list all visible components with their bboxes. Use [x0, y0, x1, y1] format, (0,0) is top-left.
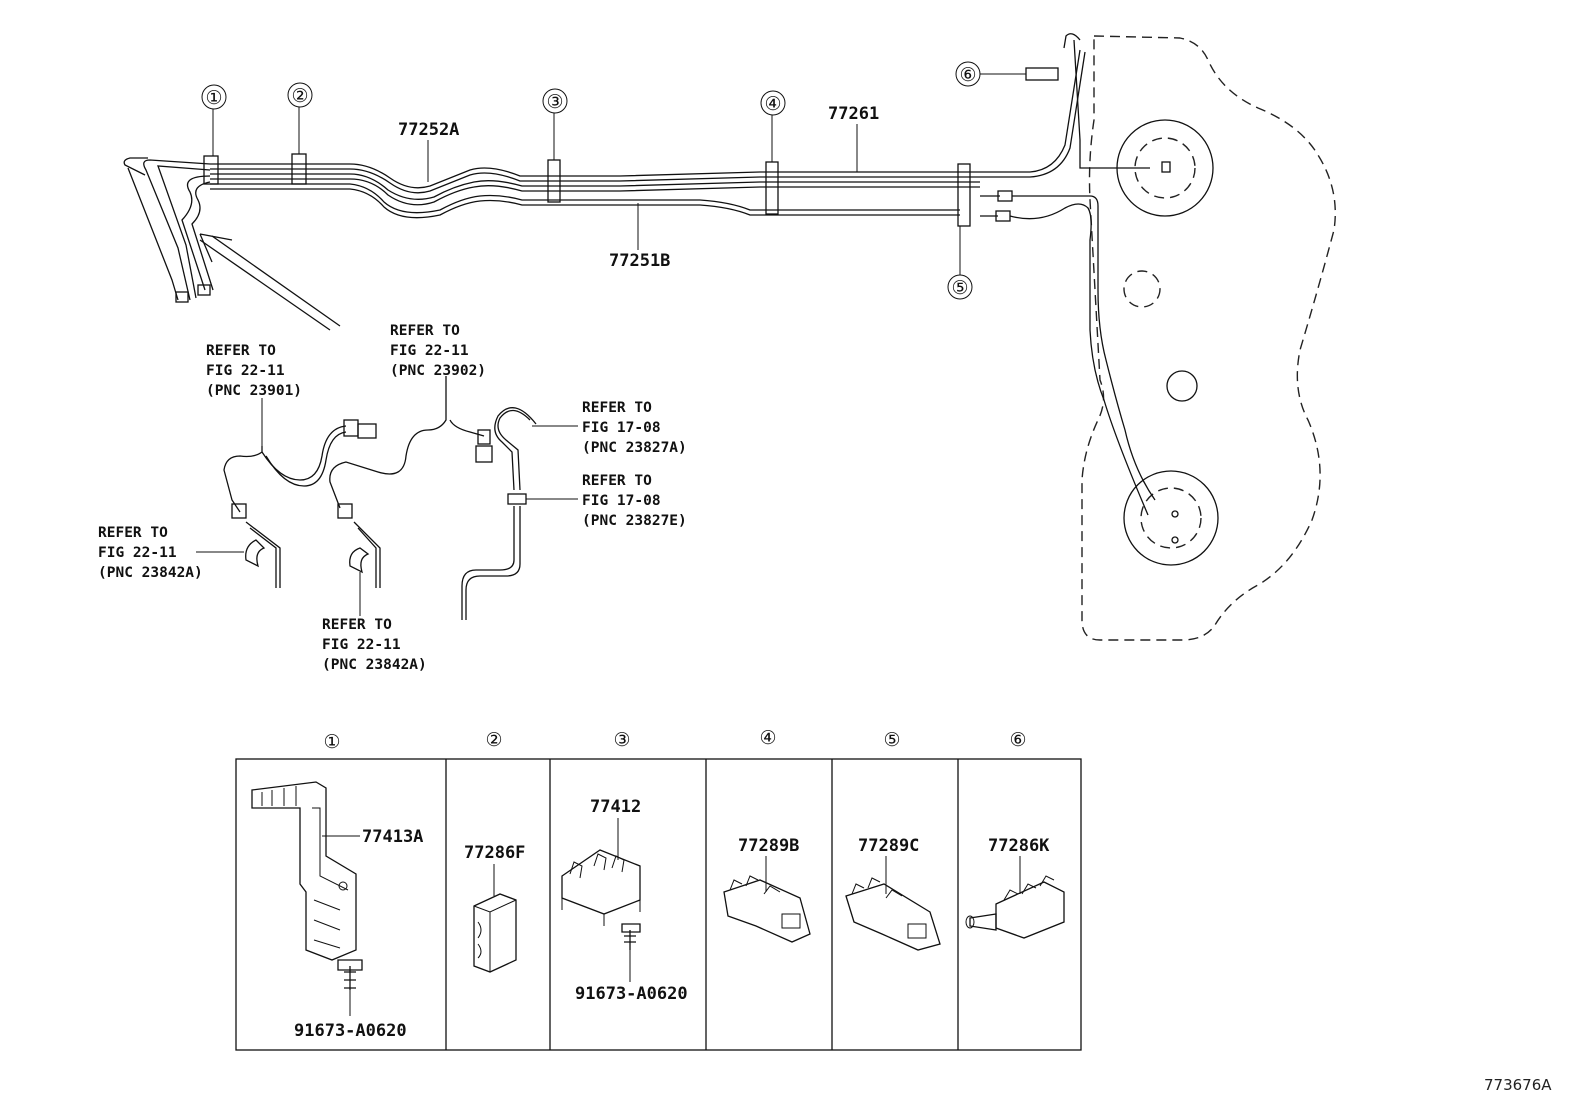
table-header-1: ①: [323, 731, 340, 753]
part-77412: 77412: [590, 797, 641, 817]
clamp-4: [765, 161, 779, 215]
callout-6: ⑥: [959, 64, 976, 86]
part-77289C-drawing: [845, 877, 941, 951]
table-header-4: ④: [759, 727, 776, 749]
callout-1: ①: [205, 87, 222, 109]
label-77252A: 77252A: [398, 120, 459, 140]
reference-notes: REFER TO FIG 22-11 (PNC 23901) REFER TO …: [98, 323, 687, 673]
ref-23842a-left-line2: FIG 22-11: [98, 545, 177, 561]
part-77286F: 77286F: [464, 843, 525, 863]
ref-23827e-line3: (PNC 23827E): [582, 513, 687, 529]
ref-23827e-line2: FIG 17-08: [582, 493, 661, 509]
ref-23901-line3: (PNC 23901): [206, 383, 302, 399]
part-77286F-drawing: [473, 893, 517, 973]
part-77413A: 77413A: [362, 827, 423, 847]
clamp-5: [957, 163, 971, 227]
ref-23842a-mid-line3: (PNC 23842A): [322, 657, 427, 673]
ref-23827a-line3: (PNC 23827A): [582, 440, 687, 456]
callout-5: ⑤: [951, 277, 968, 299]
part-91673-A0620-b: 91673-A0620: [575, 984, 688, 1004]
tube-part-labels: 77252A 77261 77251B: [398, 104, 879, 271]
part-91673-A0620-a: 91673-A0620: [294, 1021, 407, 1041]
part-77289B: 77289B: [738, 836, 799, 856]
table-header-5: ⑤: [883, 729, 900, 751]
part-77286K-drawing: [965, 875, 1065, 939]
ref-23827e-line1: REFER TO: [582, 473, 652, 489]
ref-23827a-line2: FIG 17-08: [582, 420, 661, 436]
ref-23902-line2: FIG 22-11: [390, 343, 469, 359]
clamp-6: [1025, 67, 1059, 81]
main-fuel-tubes: [123, 33, 1156, 516]
ref-23842a-mid-line2: FIG 22-11: [322, 637, 401, 653]
fuel-tank-outline: [1081, 35, 1336, 641]
tube-clamps: [203, 67, 1059, 227]
ref-23827a-line1: REFER TO: [582, 400, 652, 416]
label-77261: 77261: [828, 104, 879, 124]
callout-2: ②: [291, 85, 308, 107]
detail-table: ① ② ③ ④ ⑤ ⑥ 77413A 91673-A0620: [235, 727, 1082, 1051]
ref-23902-line1: REFER TO: [390, 323, 460, 339]
ref-23842a-left-line3: (PNC 23842A): [98, 565, 203, 581]
table-header-2: ②: [485, 729, 502, 751]
ref-23901-line2: FIG 22-11: [206, 363, 285, 379]
callout-3: ③: [546, 91, 563, 113]
reference-hoses: [196, 376, 578, 620]
ref-23902-line3: (PNC 23902): [390, 363, 486, 379]
callout-markers: ① ② ③ ④ ⑤ ⑥: [201, 61, 1026, 300]
part-77413A-drawing: [251, 781, 363, 990]
clamp-1: [203, 155, 219, 185]
table-header-6: ⑥: [1009, 729, 1026, 751]
diagram-code: 773676A: [1484, 1076, 1552, 1094]
ref-23842a-mid-line1: REFER TO: [322, 617, 392, 633]
label-77251B: 77251B: [609, 251, 670, 271]
callout-4: ④: [764, 93, 781, 115]
part-77289B-drawing: [723, 875, 811, 943]
table-header-3: ③: [613, 729, 630, 751]
ref-23901-line1: REFER TO: [206, 343, 276, 359]
part-77289C: 77289C: [858, 836, 919, 856]
ref-23842a-left-line1: REFER TO: [98, 525, 168, 541]
part-77412-drawing: [561, 849, 641, 950]
part-77286K: 77286K: [988, 836, 1050, 856]
